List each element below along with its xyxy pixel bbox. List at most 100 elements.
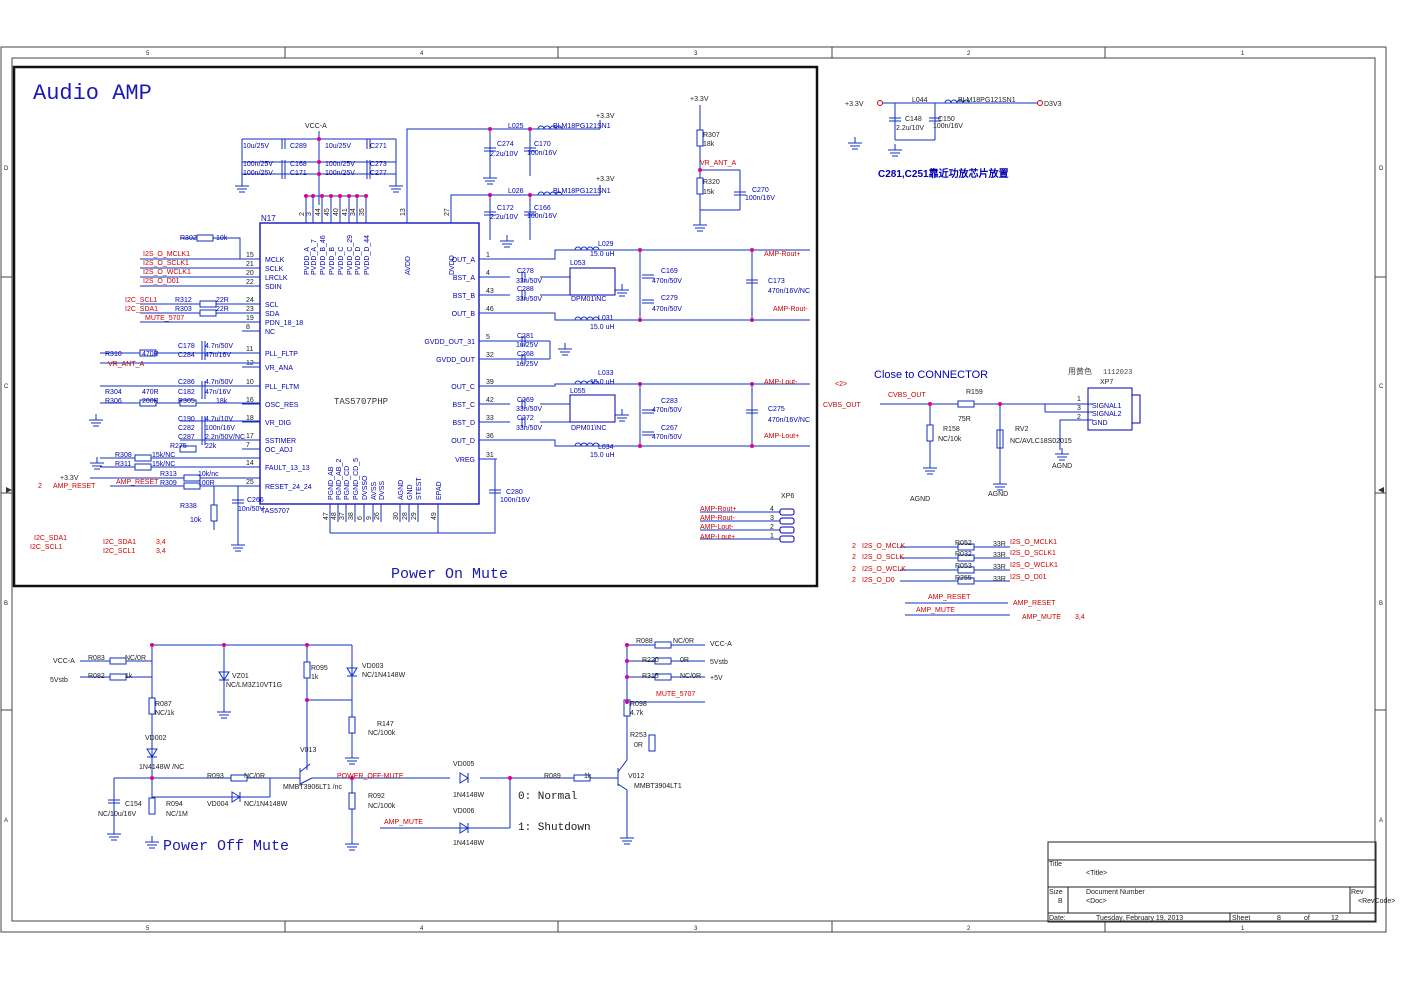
component-label: C171 (290, 170, 307, 177)
component-symbols (89, 99, 1069, 851)
component-label: C173 (768, 278, 785, 285)
component-label: R083 (88, 655, 105, 662)
ic-pin-name: PVDD_B (329, 247, 336, 275)
ic-pin-number: 42 (486, 397, 494, 404)
component-label: C271 (370, 143, 387, 150)
component-label: R147 (377, 721, 394, 728)
component-label: I2S_O_MCLK1 (143, 251, 190, 258)
border-num: 5 (146, 51, 150, 57)
ic-pin-name: PGND_AB (328, 466, 335, 500)
resistor (696, 129, 704, 147)
component-label: POWER_OFF-MUTE (337, 773, 404, 780)
component-label: GND (1092, 420, 1108, 427)
component-label: 100n/16V (205, 425, 235, 432)
component-label: 33n/50V (516, 425, 542, 432)
resistor (179, 399, 197, 407)
component-label: NC/1N4148W (244, 801, 288, 808)
component-label: MUTE_5707 (656, 691, 695, 698)
component-label: 10n/50V (238, 506, 264, 513)
ic-pin-name: PLL_FLTP (265, 351, 298, 358)
resistor (199, 300, 217, 308)
component-label: R311 (115, 461, 131, 468)
component-label: C273 (370, 161, 387, 168)
tb-title-value: <Title> (1086, 870, 1107, 877)
component-label: 15k (703, 189, 715, 196)
junction-dot (364, 194, 368, 198)
component-label: +5V (710, 675, 723, 682)
component-label: MMBT3904LT1 (634, 783, 682, 790)
junction-dot (305, 643, 309, 647)
component-label: 470n/16V/NC (768, 288, 810, 295)
component-label: 100n/25V (243, 170, 273, 177)
junction-dot (750, 444, 754, 448)
component-label: AMP-Rout- (773, 306, 808, 313)
ic-pin-name: AGND (398, 480, 405, 500)
resistor (348, 792, 356, 810)
junction-dot (638, 248, 642, 252)
component-label: 2.2u/10V (896, 125, 924, 132)
power-off-mute-title: Power Off Mute (163, 838, 289, 855)
component-label: 3,4 (156, 539, 166, 546)
component-label: R032 (955, 551, 972, 558)
ic-pin-number: 2 (299, 212, 306, 216)
component-label: C267 (661, 425, 678, 432)
component-label: 15.0 uH (590, 324, 615, 331)
component-label: NC/1M (166, 811, 188, 818)
diode (231, 791, 241, 803)
resistor (196, 234, 214, 242)
ic-pin-number: 49 (431, 512, 438, 520)
component-label: 2 (1077, 414, 1081, 421)
component-label: C279 (661, 295, 678, 302)
component-label: V012 (628, 773, 644, 780)
ic-pin-name: DVSSO (362, 475, 369, 500)
tb-of-value: 12 (1331, 915, 1339, 922)
component-label: L053 (570, 260, 586, 267)
component-label: VR_ANT_A (108, 361, 145, 368)
component-label: 15k/NC (152, 452, 175, 459)
component-label: XP6 (781, 493, 794, 500)
mode-note: 1: Shutdown (518, 822, 591, 834)
component-label: 3 (770, 515, 774, 522)
tb-size-label: Size (1049, 889, 1063, 896)
ic-pin-name: OUT_A (452, 257, 476, 264)
component-label: 5Vstb (50, 677, 68, 684)
component-label: 18k (703, 141, 715, 148)
component-label: 0R (680, 657, 689, 664)
resistor (696, 177, 704, 195)
component-label: R253 (630, 732, 647, 739)
ic-pin-number: 3 (306, 212, 313, 216)
ic-pin-number: 40 (333, 208, 340, 216)
component-label: AMP_RESET (928, 594, 971, 601)
junction-dot (317, 137, 321, 141)
component-label: R082 (88, 673, 105, 680)
component-label: <2> (835, 381, 847, 388)
junction-dot (528, 127, 532, 131)
component-label: VCC-A (53, 658, 75, 665)
component-label: I2C_SDA1 (34, 535, 67, 542)
ic-pin-name: PVDD_D_44 (364, 235, 371, 275)
close-to-connector-note: Close to CONNECTOR (874, 369, 988, 381)
component-label: 1u/25V (516, 361, 539, 368)
component-label: VD006 (453, 808, 475, 815)
component-label: AMP-Lout+ (764, 433, 799, 440)
junction-dot (528, 193, 532, 197)
component-label: R309 (160, 480, 177, 487)
component-label: 2.2n/50V/NC (205, 434, 245, 441)
xp7-connector-jack (1131, 394, 1141, 424)
component-label: 4.7u/10V (205, 416, 233, 423)
component-label: XP7 (1100, 379, 1113, 386)
power-port (1037, 100, 1043, 106)
component-label: C168 (290, 161, 307, 168)
component-label: 100n/25V (325, 161, 355, 168)
ic-pin-name: PVDD_B_46 (320, 235, 327, 275)
component-label: +3.3V (596, 176, 615, 183)
ic-pin-name: PVDD_C (338, 247, 345, 275)
component-label: 1 (770, 533, 774, 540)
junction-dot (625, 700, 629, 704)
border-numbers-bottom: 5 4 3 2 1 (146, 926, 1245, 932)
ic-pin-name: AVDD (405, 256, 412, 275)
component-label: 5Vstb (710, 659, 728, 666)
inductor (555, 191, 563, 196)
component-label: 10k (216, 235, 228, 242)
ic-pin-number: 33 (486, 415, 494, 422)
